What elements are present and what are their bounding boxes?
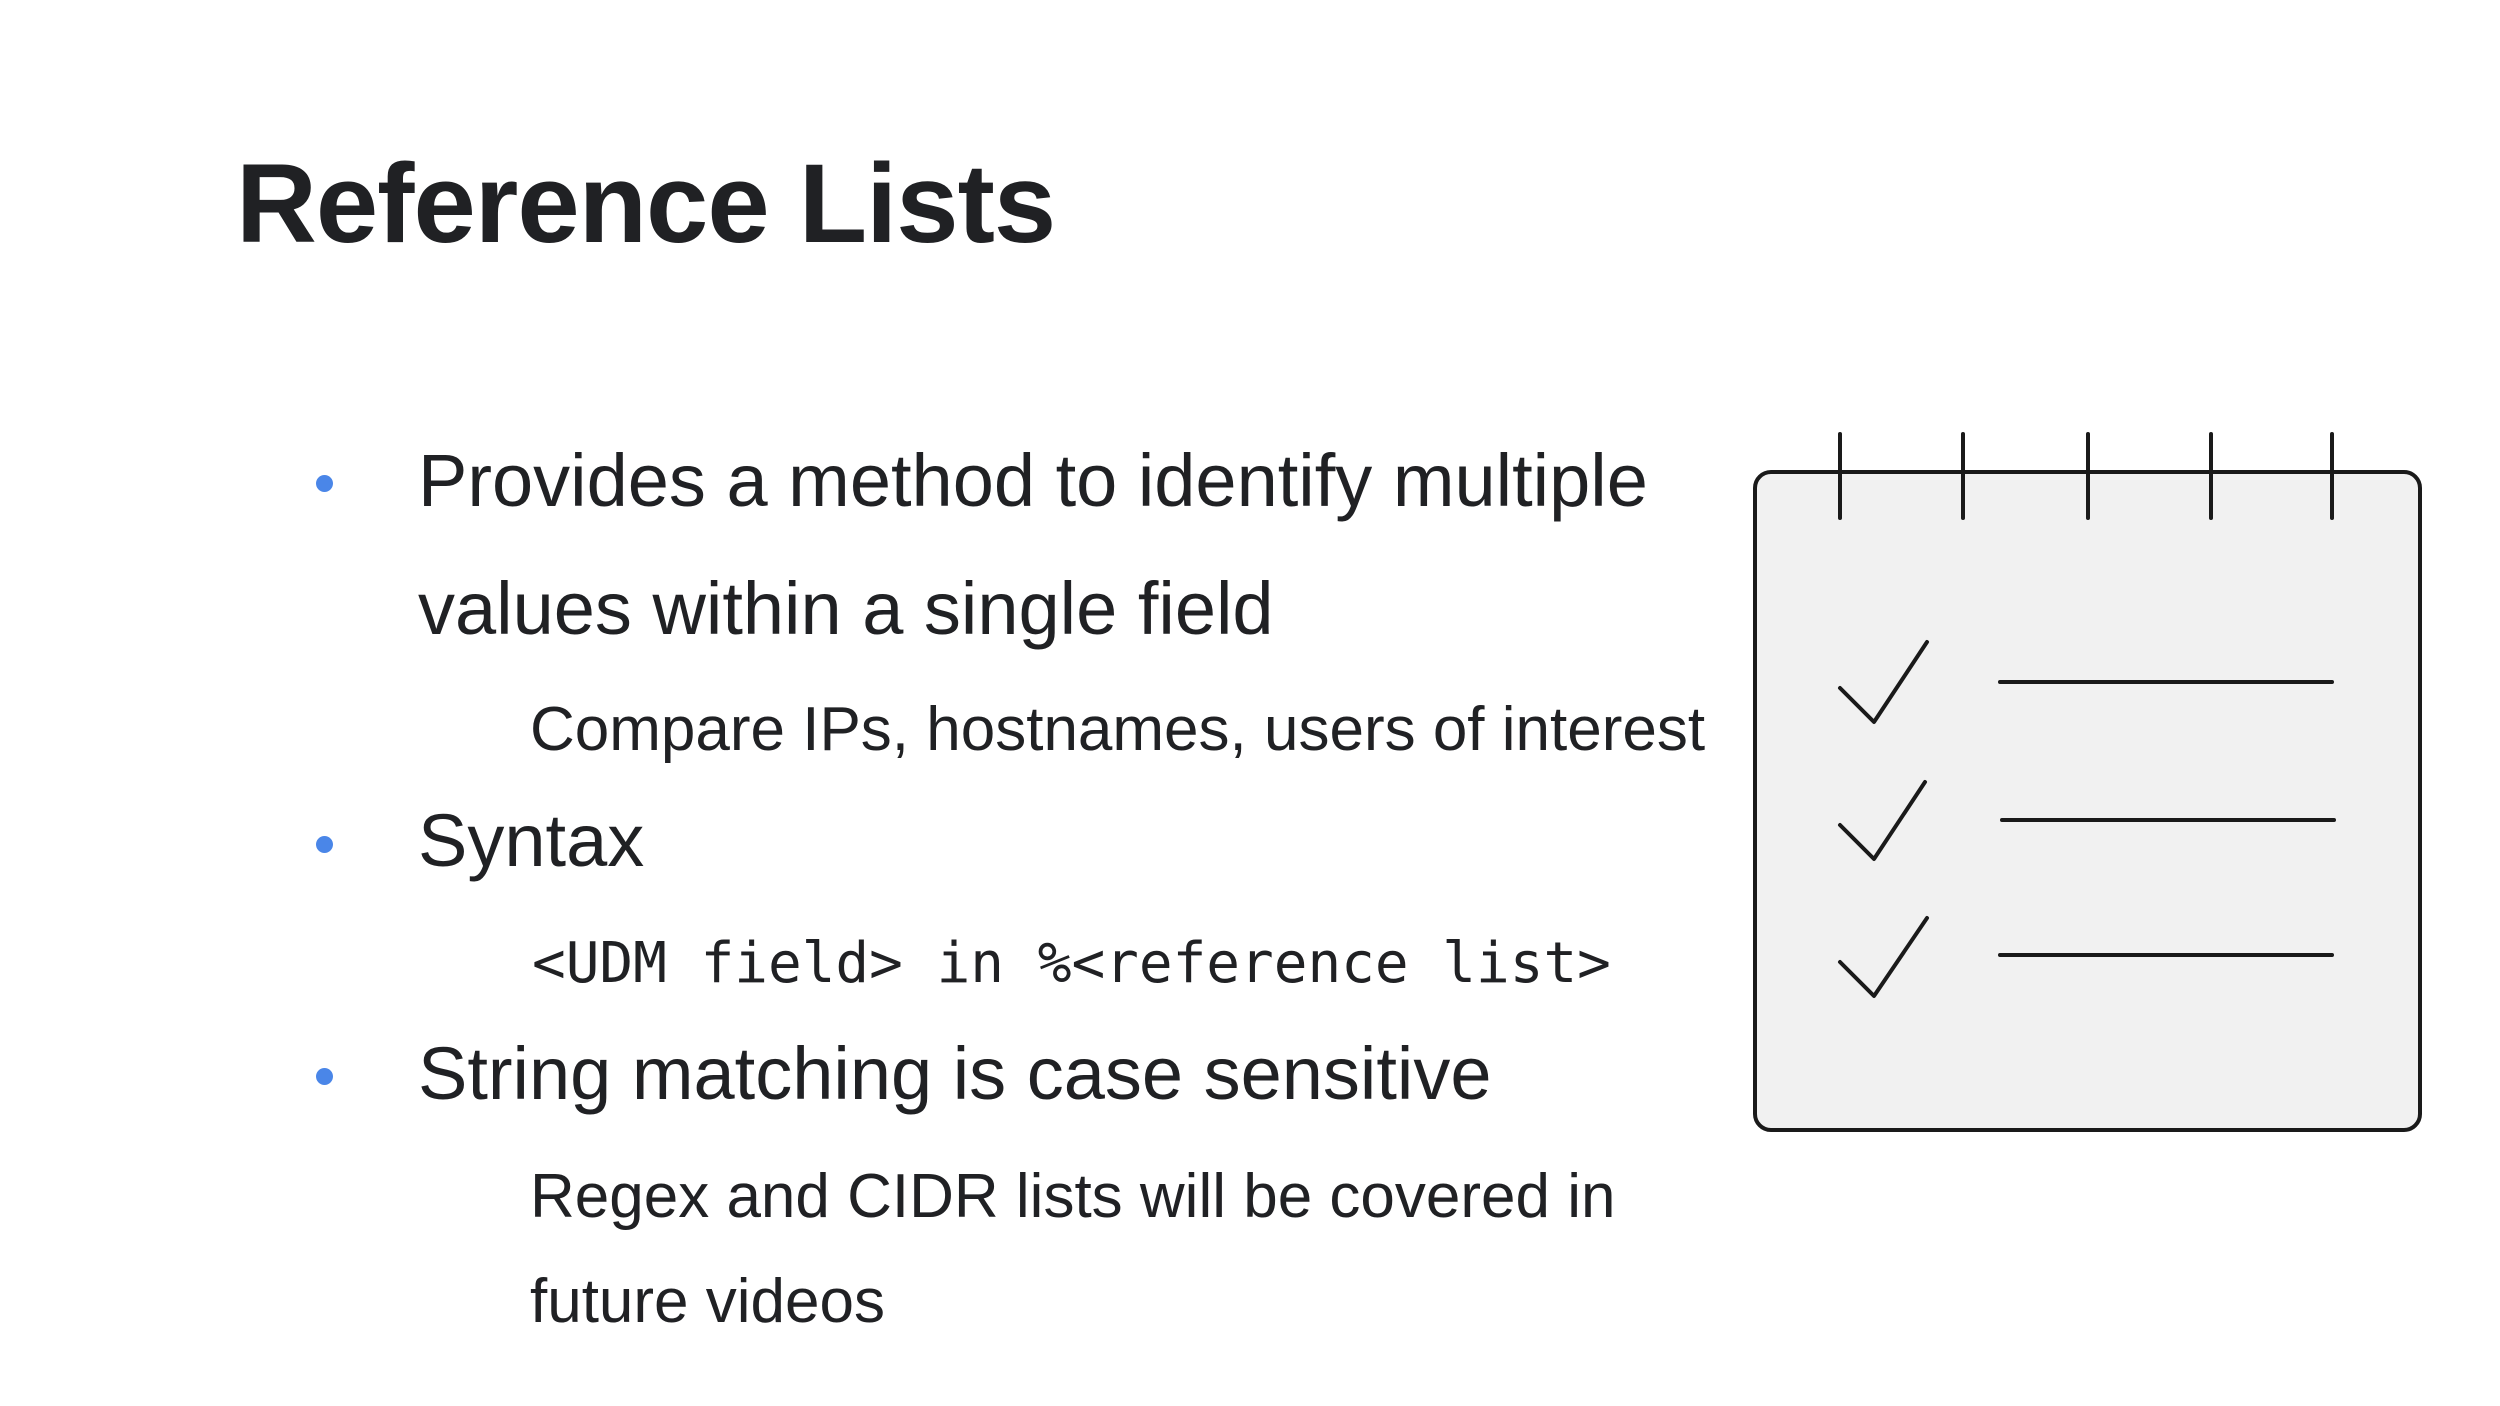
bullet-3-line-1: String matching is case sensitive [418,1032,1492,1115]
check-mark-icon [1838,780,1927,861]
check-mark-icons [1838,640,1929,998]
bullet-list: Provides a method to identify multiple v… [316,439,1706,1336]
bullet-3-subitem-line-1: Regex and CIDR lists will be covered in [530,1162,1616,1231]
notepad-body [1753,470,2422,1132]
bullet-2-line-1: Syntax [418,799,645,882]
checklist-notepad-icon [1740,420,2460,1140]
bullet-marker [316,836,333,853]
bullet-marker [316,1068,333,1085]
slide-title: Reference Lists [236,141,1056,266]
check-mark-icon [1838,916,1929,998]
bullet-1-line-1: Provides a method to identify multiple [418,439,1648,522]
bullet-3-subitem-line-2: future videos [530,1267,885,1336]
syntax-code-example: <UDM field> in %<reference list> [532,931,1611,996]
bullet-1-subitem: Compare IPs, hostnames, users of interes… [530,695,1706,764]
bullet-1-line-2: values within a single field [418,567,1274,650]
binder-rings [1838,432,2334,520]
bullet-marker [316,475,333,492]
check-mark-icon [1838,640,1929,724]
checklist-lines [1998,680,2336,957]
